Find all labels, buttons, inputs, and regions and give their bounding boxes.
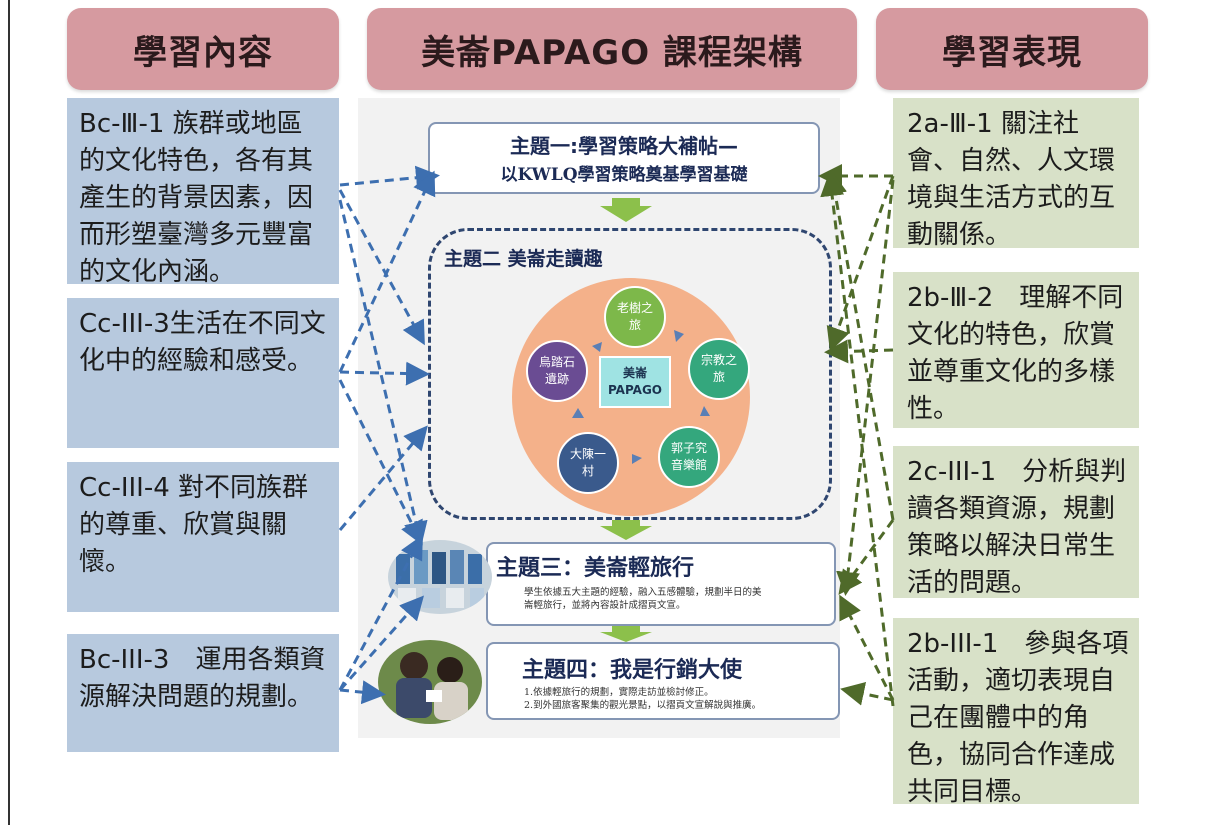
cycle-node-label: 烏踏石遺跡 xyxy=(538,355,575,386)
arrow xyxy=(820,172,895,707)
cycle-arrows xyxy=(572,330,710,464)
topic-1-title: 主題一:學習策略大補帖— xyxy=(510,134,738,158)
arrow xyxy=(338,425,428,531)
arrow xyxy=(339,165,440,190)
header-learning-performance: 學習表現 xyxy=(876,8,1148,90)
topic-4-title: 主題四：我是行銷大使 xyxy=(522,658,743,683)
arrow xyxy=(836,179,895,596)
learning-content-item-4: Bc-III-3 運用各類資源解決問題的規劃。 xyxy=(67,634,339,752)
arrow xyxy=(338,189,425,346)
flow-arrow-1-2 xyxy=(600,198,652,222)
arrow xyxy=(840,682,894,706)
cycle-node-label: 宗教之旅 xyxy=(700,353,737,384)
arrow xyxy=(338,534,423,691)
cycle-arrow xyxy=(632,454,642,464)
arrow xyxy=(823,170,895,521)
cycle-arrow xyxy=(674,330,684,342)
students-photo xyxy=(378,640,482,724)
content-arrows xyxy=(338,165,440,705)
cycle-node-wutashi-ruins: 烏踏石遺跡 xyxy=(526,340,588,402)
cycle-node-label: 老樹之旅 xyxy=(616,301,653,332)
cycle-node-label: 郭子究音樂館 xyxy=(670,441,707,472)
topic-2-title: 主題二 美崙走讀趣 xyxy=(444,248,603,270)
arrow xyxy=(338,595,424,691)
cycle-node-old-tree: 老樹之旅 xyxy=(604,286,666,348)
arrow xyxy=(338,199,428,546)
cycle-node-religion: 宗教之旅 xyxy=(688,338,750,400)
header-course-framework: 美崙PAPAGO 課程架構 xyxy=(367,8,857,90)
learning-content-item-3: Cc-III-4 對不同族群的尊重、欣賞與關懷。 xyxy=(67,462,339,612)
topic-4-box: 主題四：我是行銷大使 1.依據輕旅行的規劃，實際走訪並檢討修正。2.到外國旅客聚… xyxy=(486,642,840,720)
cycle-node-dachen-village: 大陳一村 xyxy=(557,432,619,494)
cycle-arrow xyxy=(700,406,710,416)
arrow xyxy=(826,175,895,352)
learning-content-item-2: Cc-III-3生活在不同文化中的經驗和感受。 xyxy=(67,298,339,448)
cycle-node-label: 大陳一村 xyxy=(569,447,606,478)
frame-border-line xyxy=(8,0,10,825)
cycle-arrow xyxy=(592,342,602,352)
cycle-node-music-hall: 郭子究音樂館 xyxy=(658,426,720,488)
topic-3-description: 學生依據五大主題的經驗，融入五感體驗，規劃半日的美崙輕旅行，並將內容設計成摺頁文… xyxy=(524,587,762,611)
arrow xyxy=(339,361,430,386)
learning-performance-item-4: 2b-III-1 參與各項活動，適切表現自己在團體中的角色，協同合作達成共同目標… xyxy=(893,618,1139,807)
header-learning-content: 學習內容 xyxy=(67,8,339,90)
learning-content-item-1: Bc-Ⅲ-1 族群或地區的文化特色，各有其產生的背景因素，因而形塑臺灣多元豐富的… xyxy=(67,98,339,287)
learning-performance-item-2: 2b-Ⅲ-2 理解不同文化的特色，欣賞並尊重文化的多樣性。 xyxy=(893,272,1139,428)
performance-arrows xyxy=(818,164,895,707)
arrow xyxy=(338,170,436,373)
flow-arrows xyxy=(600,198,652,642)
learning-performance-item-1: 2a-Ⅲ-1 關注社會、自然、人文環境與生活方式的互動關係。 xyxy=(893,98,1139,250)
topic-1-box: 主題一:學習策略大補帖— 以KWLQ學習策略奠基學習基礎 xyxy=(428,122,820,194)
learning-performance-item-3: 2c-III-1 分析與判讀各類資源，規劃策略以解決日常生活的問題。 xyxy=(893,446,1139,598)
topic-4-description: 1.依據輕旅行的規劃，實際走訪並檢討修正。2.到外國旅客聚集的觀光景點，以摺頁文… xyxy=(524,687,762,711)
arrow xyxy=(824,339,894,364)
arrow xyxy=(839,594,895,701)
cycle-arrow xyxy=(572,408,584,418)
flow-arrow-2-3 xyxy=(600,520,652,540)
arrow xyxy=(339,680,386,705)
topic-3-title: 主題三：美崙輕旅行 xyxy=(496,556,695,581)
topic-1-subtitle: 以KWLQ學習策略奠基學習基礎 xyxy=(500,165,748,185)
flow-arrow-3-4 xyxy=(600,626,652,642)
